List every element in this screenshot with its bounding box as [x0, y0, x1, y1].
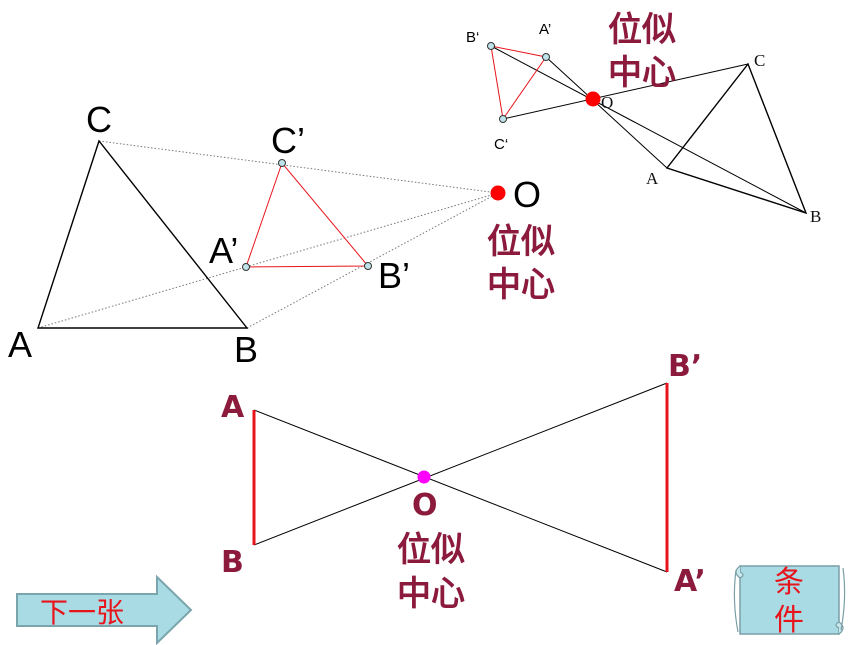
- label-o: O: [601, 93, 613, 112]
- ray-bb: [490, 45, 807, 214]
- label-c-prime: C‘: [494, 136, 508, 153]
- vertex-dot: [242, 263, 250, 271]
- label-c: C: [86, 99, 112, 140]
- bottom-diagram: A B B’ A’ O 位似 中心: [221, 349, 706, 614]
- label-o: O: [513, 174, 541, 215]
- triangle-abc-large: [37, 139, 249, 329]
- center-caption-line1: 位似: [487, 222, 555, 262]
- label-a-prime: A’: [674, 564, 706, 599]
- label-o: O: [412, 488, 438, 523]
- label-a: A: [8, 324, 32, 365]
- center-caption-line1: 位似: [608, 10, 676, 50]
- condition-button[interactable]: 条 件: [733, 565, 846, 638]
- condition-label-line1: 条: [774, 565, 804, 600]
- label-a: A: [646, 169, 659, 188]
- center-caption-line2: 中心: [608, 53, 676, 93]
- label-b-prime: B’: [668, 349, 702, 384]
- label-a-prime: A’: [539, 21, 551, 38]
- left-diagram: C C’ A’ B’ A B O 位似 中心: [8, 99, 555, 370]
- label-b: B: [810, 207, 821, 226]
- top-right-diagram: B‘ A’ C‘ O C A B 位似 中心: [466, 10, 821, 226]
- center-point: [585, 91, 601, 107]
- ray-cc: [502, 63, 749, 120]
- ray-b: [246, 192, 499, 329]
- ray-aa: [545, 56, 668, 169]
- ray-c: [98, 140, 499, 194]
- center-point: [490, 185, 506, 201]
- next-slide-label: 下一张: [40, 596, 124, 629]
- vertex-dot: [542, 53, 550, 61]
- triangle-abc-small: [490, 45, 547, 121]
- center-point: [417, 470, 431, 484]
- label-b: B: [234, 329, 258, 370]
- ray-a-aprime: [253, 409, 668, 573]
- arrow-right-icon: [16, 574, 193, 645]
- ray-a: [37, 192, 499, 329]
- label-a: A: [221, 390, 245, 425]
- scroll-icon: [733, 565, 846, 635]
- condition-label-line2: 件: [774, 603, 804, 638]
- vertex-dot: [487, 42, 495, 50]
- label-b-prime: B‘: [466, 29, 479, 46]
- center-caption-line2: 中心: [397, 574, 465, 614]
- triangle-abc-small: [245, 162, 370, 268]
- vertex-dot: [364, 262, 372, 270]
- center-caption-line2: 中心: [487, 265, 555, 305]
- ray-b-bprime: [253, 382, 668, 546]
- next-slide-button[interactable]: 下一张: [16, 574, 193, 645]
- center-caption-line1: 位似: [397, 530, 465, 570]
- label-c: C: [754, 51, 765, 70]
- vertex-dot: [278, 159, 286, 167]
- label-b-prime: B’: [378, 255, 410, 296]
- vertex-dot: [499, 115, 507, 123]
- label-c-prime: C’: [271, 120, 305, 161]
- label-a-prime: A’: [209, 230, 238, 271]
- triangle-abc-large: [665, 62, 808, 215]
- label-b: B: [221, 545, 244, 580]
